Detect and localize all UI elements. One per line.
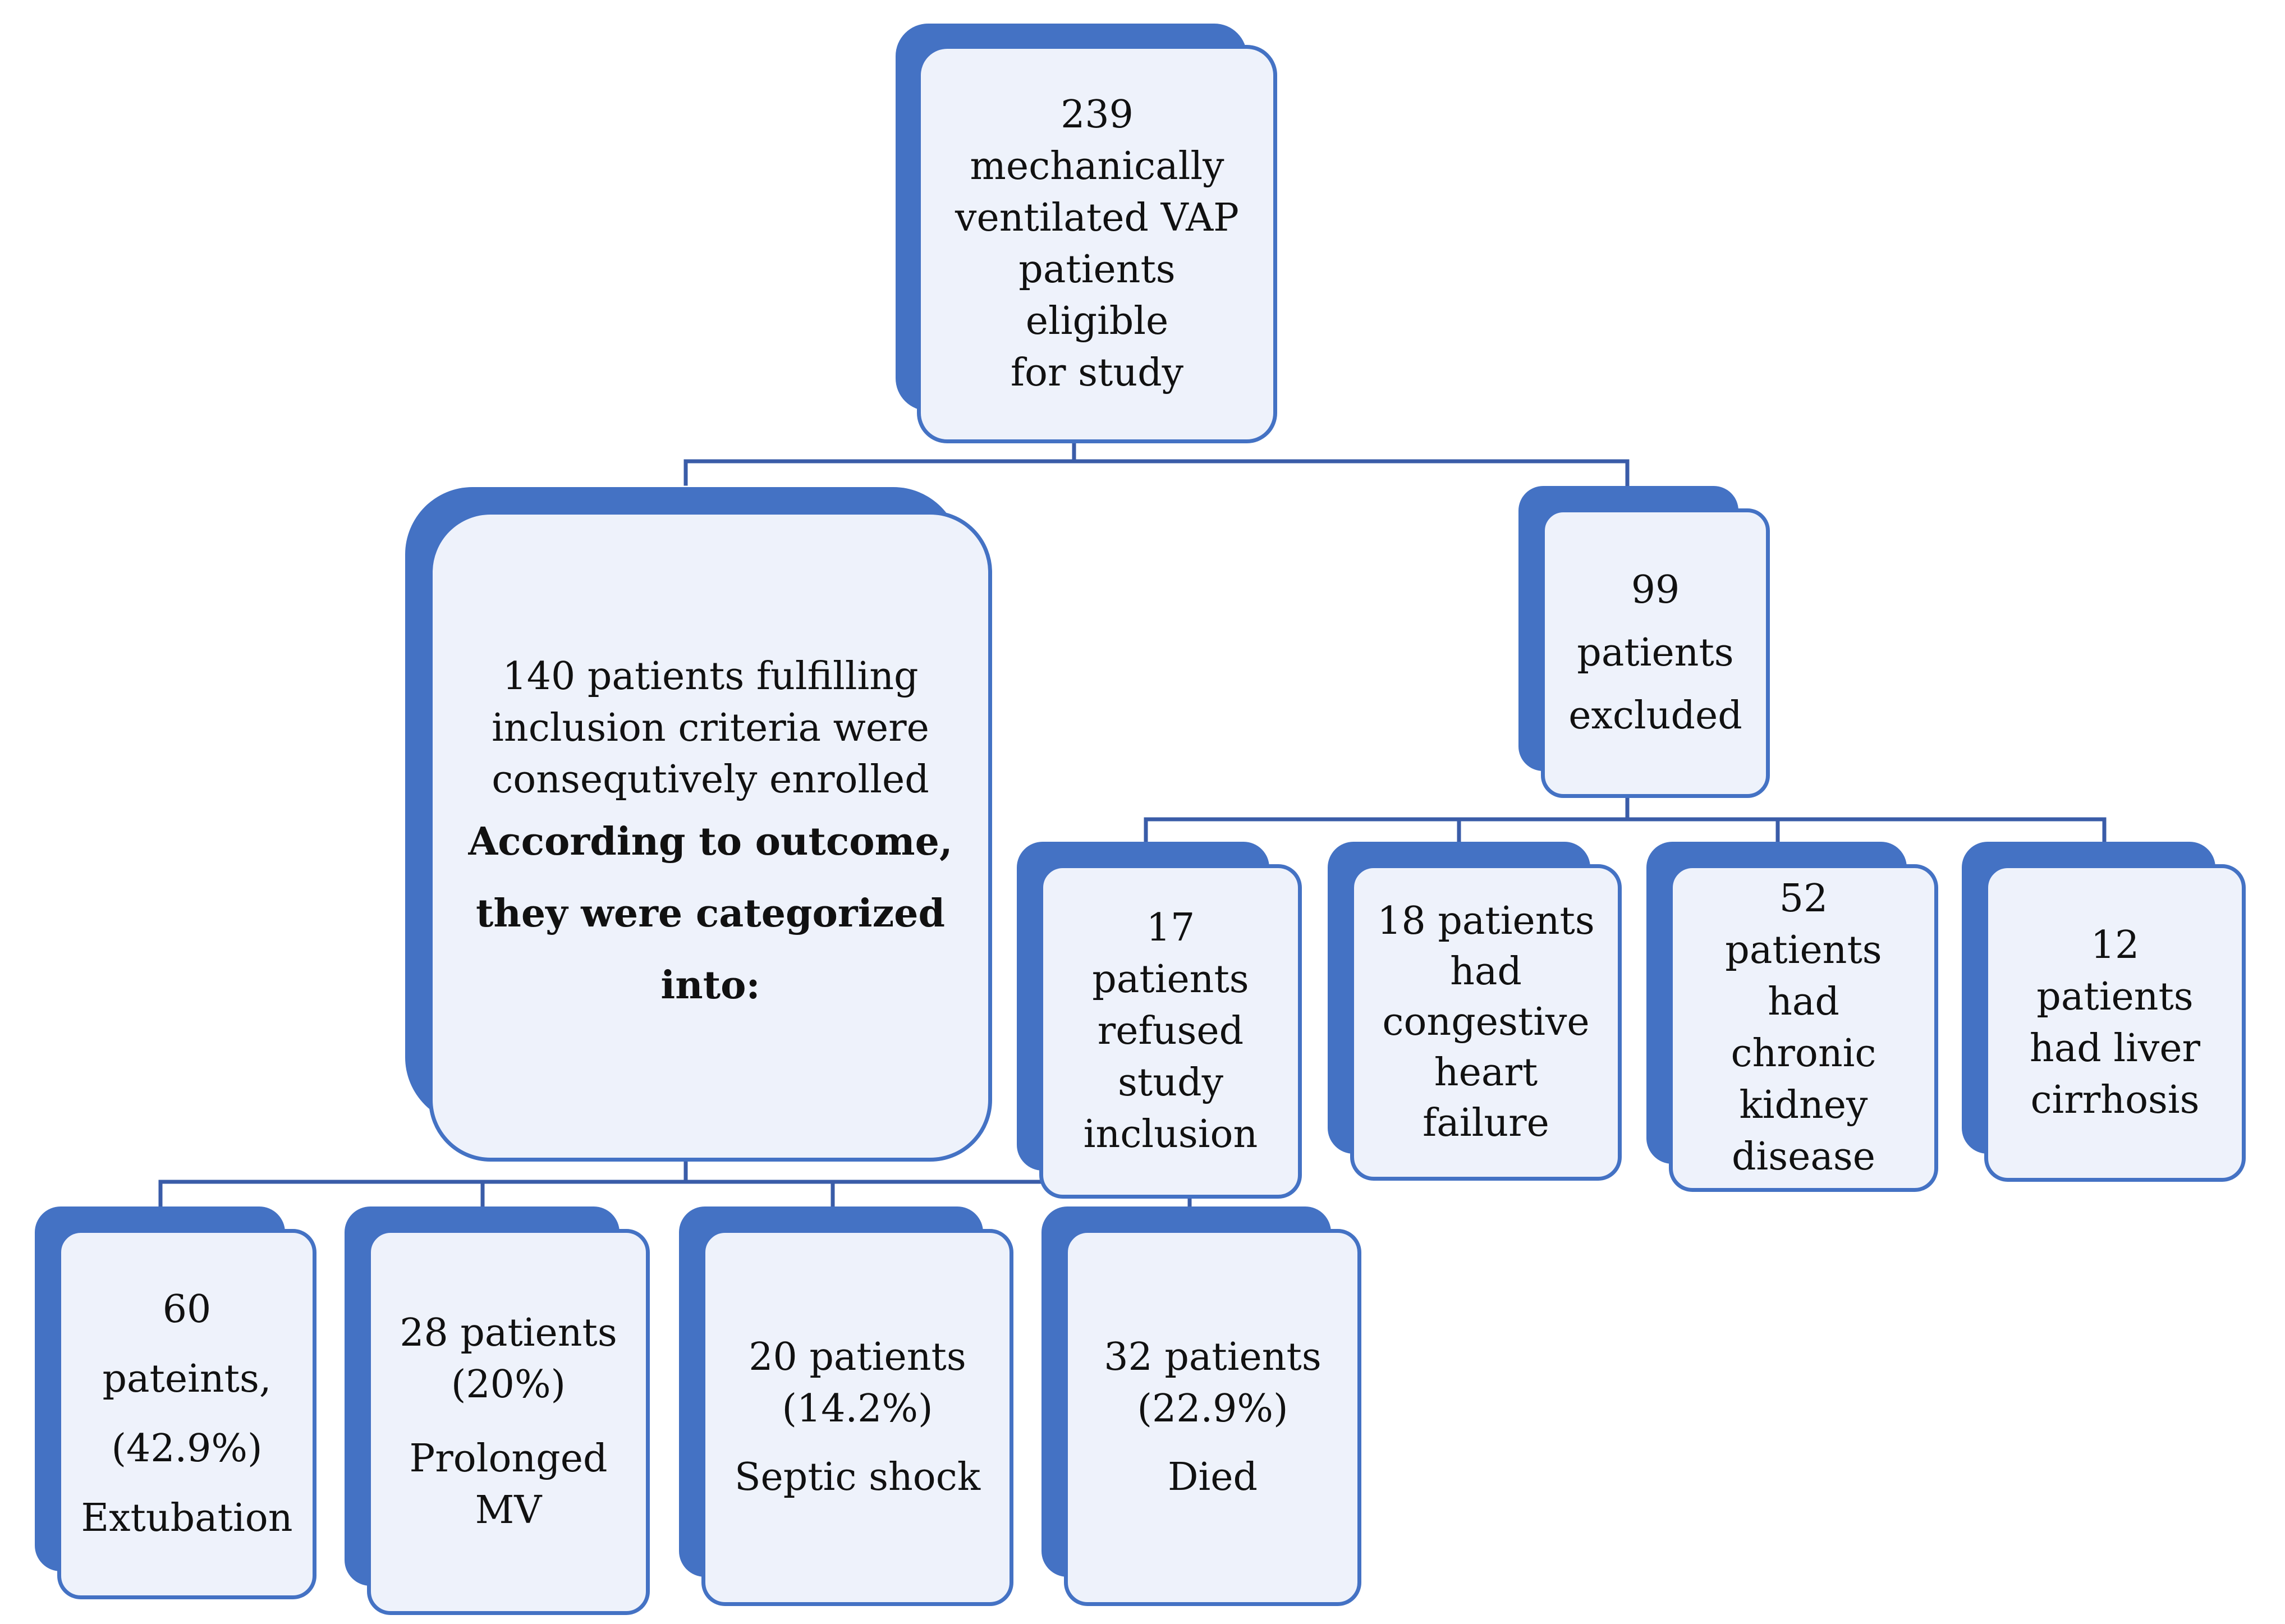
exclusion-reason-node: 18 patients had congestive heart failure	[1328, 842, 1622, 1181]
exclusion-reason-box: 17 patients refused study inclusion	[1039, 864, 1302, 1199]
exclusion-reason-box: 52 patients had chronic kidney disease	[1669, 864, 1938, 1192]
excluded-line: patients	[1577, 631, 1734, 675]
exclusion-reason-line: study	[1118, 1061, 1223, 1105]
outcome-node: 28 patients (20%) Prolonged MV	[345, 1206, 650, 1615]
outcome-node: 32 patients (22.9%) Died	[1041, 1206, 1361, 1606]
exclusion-reason-line: 18 patients	[1377, 899, 1595, 943]
enrolled-node: 140 patients fulfilling inclusion criter…	[405, 487, 992, 1162]
exclusion-reason-line: had liver	[2029, 1026, 2201, 1071]
root-node-box: 239 mechanically ventilated VAP patients…	[917, 45, 1277, 443]
excluded-line: 99	[1631, 568, 1680, 612]
root-line: for study	[1010, 351, 1184, 395]
outcome-line: 20 patients	[749, 1335, 966, 1379]
outcome-line: Extubation	[81, 1496, 293, 1540]
outcome-line: 32 patients	[1104, 1335, 1322, 1379]
outcome-node-box: 20 patients (14.2%) Septic shock	[701, 1229, 1013, 1606]
outcome-node: 20 patients (14.2%) Septic shock	[679, 1206, 1013, 1606]
exclusion-reason-box: 18 patients had congestive heart failure	[1350, 864, 1622, 1181]
exclusion-reason-line: had chronic	[1731, 980, 1876, 1076]
enrolled-line: consequtively enrolled	[492, 758, 929, 802]
excluded-line: excluded	[1568, 694, 1742, 738]
outcome-node-box: 32 patients (22.9%) Died	[1064, 1229, 1361, 1606]
exclusion-reason-line: 12 patients	[2036, 923, 2194, 1019]
exclusion-reason-line: heart	[1434, 1050, 1538, 1095]
outcome-node-box: 60 pateints, (42.9%) Extubation	[57, 1229, 316, 1599]
exclusion-reason-line: disease	[1731, 1135, 1876, 1179]
enrolled-node-box: 140 patients fulfilling inclusion criter…	[429, 511, 992, 1162]
outcome-line: Died	[1167, 1455, 1258, 1499]
root-node: 239 mechanically ventilated VAP patients…	[896, 24, 1277, 443]
outcome-node-box: 28 patients (20%) Prolonged MV	[367, 1229, 650, 1615]
outcome-line: 28 patients	[400, 1311, 617, 1355]
enrolled-line: 140 patients fulfilling	[502, 654, 919, 699]
outcome-line: (22.9%)	[1137, 1387, 1288, 1431]
excluded-node-box: 99 patients excluded	[1541, 508, 1770, 798]
exclusion-reason-node: 12 patients had liver cirrhosis	[1962, 842, 2246, 1182]
outcome-line: Septic shock	[734, 1455, 981, 1499]
enrolled-category-line: they were categorized	[476, 891, 945, 936]
outcome-line: (42.9%)	[111, 1426, 263, 1471]
exclusion-reason-line: failure	[1423, 1101, 1549, 1145]
outcome-line: MV	[475, 1488, 542, 1533]
enrolled-category-line: into:	[660, 963, 760, 1008]
exclusion-reason-line: refused	[1097, 1009, 1244, 1053]
exclusion-reason-line: kidney	[1739, 1083, 1868, 1127]
exclusion-reason-line: had	[1450, 949, 1522, 994]
exclusion-reason-line: 52 patients	[1725, 877, 1882, 972]
root-line: ventilated VAP	[955, 196, 1239, 240]
enrolled-category-line: According to outcome,	[468, 819, 953, 864]
exclusion-reason-node: 17 patients refused study inclusion	[1017, 842, 1302, 1199]
root-line: patients eligible	[1018, 247, 1176, 343]
outcome-line: Prolonged	[409, 1437, 608, 1481]
exclusion-reason-line: congestive	[1382, 1000, 1590, 1044]
outcome-line: 60 pateints,	[102, 1287, 272, 1401]
excluded-node: 99 patients excluded	[1518, 486, 1770, 798]
outcome-line: (20%)	[451, 1362, 566, 1407]
enrolled-line: inclusion criteria were	[492, 706, 929, 750]
exclusion-reason-box: 12 patients had liver cirrhosis	[1984, 864, 2246, 1182]
exclusion-reason-line: inclusion	[1083, 1112, 1258, 1157]
root-line: 239	[1061, 93, 1134, 137]
exclusion-reason-node: 52 patients had chronic kidney disease	[1646, 842, 1938, 1192]
exclusion-reason-line: cirrhosis	[2030, 1078, 2200, 1122]
outcome-line: (14.2%)	[782, 1387, 933, 1431]
exclusion-reason-line: 17 patients	[1092, 906, 1249, 1002]
outcome-node: 60 pateints, (42.9%) Extubation	[35, 1206, 316, 1599]
root-line: mechanically	[970, 144, 1224, 189]
